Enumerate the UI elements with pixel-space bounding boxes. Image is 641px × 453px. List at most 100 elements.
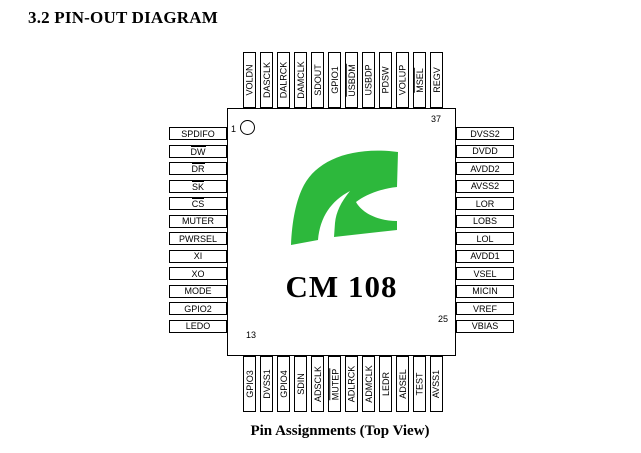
pin-label: ADMCLK (363, 365, 374, 403)
pin-number-37: 37 (430, 114, 441, 124)
pin-number-25: 25 (437, 314, 448, 324)
pin-label: PDSW (380, 66, 391, 94)
pin-label: REGV (431, 67, 442, 93)
pin-label: DASCLK (261, 61, 272, 99)
pin-label: AVDD2 (470, 163, 500, 174)
pin-lol: LOL (456, 232, 514, 246)
pin-label: DR (191, 163, 205, 175)
pin-label: MUTER (182, 216, 214, 227)
cmedia-logo-icon (291, 150, 398, 245)
section-title: 3.2 PIN-OUT DIAGRAM (28, 8, 219, 27)
pin-label: LOL (476, 233, 494, 244)
pins-bottom: GPIO3 DVSS1 GPIO4 SDIN ADSCLK MUTEP ADLRCK ADMC… (243, 356, 443, 412)
pin-sk: SK (169, 179, 227, 193)
pin-label: AVSS2 (470, 181, 500, 192)
pin-label: DVSS1 (261, 369, 272, 399)
pin-sdout: SDOUT (311, 52, 324, 108)
pin-gpio3: GPIO3 (243, 356, 256, 412)
pin-label: MICIN (472, 286, 498, 297)
pin-mode: MODE (169, 284, 227, 298)
pin-label: GPIO4 (278, 370, 289, 398)
pin-gpio4: GPIO4 (277, 356, 290, 412)
pin-ledr: LEDR (379, 356, 392, 412)
pin-usbdp: USBDP (362, 52, 375, 108)
pin-gpio2: GPIO2 (169, 302, 227, 316)
pin-label: LOR (475, 198, 495, 209)
pin-label: ADSEL (397, 369, 408, 399)
pin-label: DALRCK (278, 61, 289, 99)
pin-label: AVDD1 (470, 251, 500, 262)
pin-spdifo: SPDIFO (169, 127, 227, 140)
pin-adlrck: ADLRCK (345, 356, 358, 412)
pin-label: MODE (184, 286, 212, 297)
pin-label: XI (193, 251, 203, 262)
pin-adsclk: ADSCLK (311, 356, 324, 412)
figure-caption: Pin Assignments (Top View) (250, 423, 430, 439)
pin-regv: REGV (430, 52, 443, 108)
pin-lobs: LOBS (456, 214, 514, 228)
pin-sdin: SDIN (294, 356, 307, 412)
pin-label: LOBS (472, 216, 497, 227)
pin-label: VBIAS (471, 321, 499, 332)
pin-label: ADLRCK (346, 365, 357, 403)
pin-admclk: ADMCLK (362, 356, 375, 412)
pin-label: SK (191, 180, 204, 192)
pin-muter: MUTER (169, 214, 227, 228)
pin-gpio1: GPIO1 (328, 52, 341, 108)
pin-label: VREF (472, 303, 497, 314)
pin-label: VOLDN (244, 64, 255, 96)
pin-label: TEST (414, 372, 425, 396)
pin-number-1: 1 (231, 124, 237, 134)
pin-dasclk: DASCLK (260, 52, 273, 108)
cmedia-logo-swoosh (291, 150, 398, 245)
pin-label: VSEL (473, 268, 497, 279)
pins-top: VOLDN DASCLK DALRCK DAMCLK SDOUT GPIO1 USBDM US… (243, 52, 443, 108)
pin-label: GPIO2 (184, 303, 212, 314)
pin-vsel: VSEL (456, 267, 514, 281)
pin-avdd2: AVDD2 (456, 162, 514, 176)
pin-vref: VREF (456, 302, 514, 316)
pin-dr: DR (169, 162, 227, 176)
pin-msel: MSEL (413, 52, 426, 108)
pin-label: USBDP (363, 64, 374, 96)
pin-xi: XI (169, 249, 227, 263)
pin-label: SPDIFO (181, 128, 215, 139)
pin-voldn: VOLDN (243, 52, 256, 108)
pin-cs: CS (169, 197, 227, 211)
pin-number-13: 13 (246, 330, 257, 340)
pin-avss1: AVSS1 (430, 356, 443, 412)
pin-label: GPIO1 (329, 66, 340, 94)
pin-label: DVSS2 (470, 128, 500, 139)
pin-label: PWRSEL (178, 233, 217, 244)
pin-avss2: AVSS2 (456, 179, 514, 193)
pin-label: SDIN (295, 373, 306, 395)
pin-avdd1: AVDD1 (456, 249, 514, 263)
pin-label: LEDR (380, 371, 391, 397)
pin-label: DVDD (472, 146, 498, 157)
pin-mutep: MUTEP (328, 356, 341, 412)
pin-pdsw: PDSW (379, 52, 392, 108)
chip-body: 1 37 13 25 CM 108 (227, 108, 456, 356)
chip-name: CM 108 (285, 269, 398, 304)
pin-micin: MICIN (456, 284, 514, 298)
pin-label: DW (190, 145, 206, 157)
pin-usbdm: USBDM (345, 52, 358, 108)
pin-label: AVSS1 (431, 369, 442, 399)
pin-label: LEDO (185, 321, 211, 332)
pin-label: CS (191, 198, 205, 210)
pin-volup: VOLUP (396, 52, 409, 108)
pin-adsel: ADSEL (396, 356, 409, 412)
pin-test: TEST (413, 356, 426, 412)
pin-label: GPIO3 (244, 370, 255, 398)
pin-label: DAMCLK (295, 61, 306, 99)
pin-label: XO (191, 268, 205, 279)
pin-label: SDOUT (312, 64, 323, 96)
pin-xo: XO (169, 267, 227, 281)
pin1-indicator-circle (240, 120, 255, 135)
pin-dw: DW (169, 144, 227, 158)
pin-vbias: VBIAS (456, 319, 514, 333)
pin-dvss2: DVSS2 (456, 127, 514, 140)
pin-dvdd: DVDD (456, 144, 514, 158)
